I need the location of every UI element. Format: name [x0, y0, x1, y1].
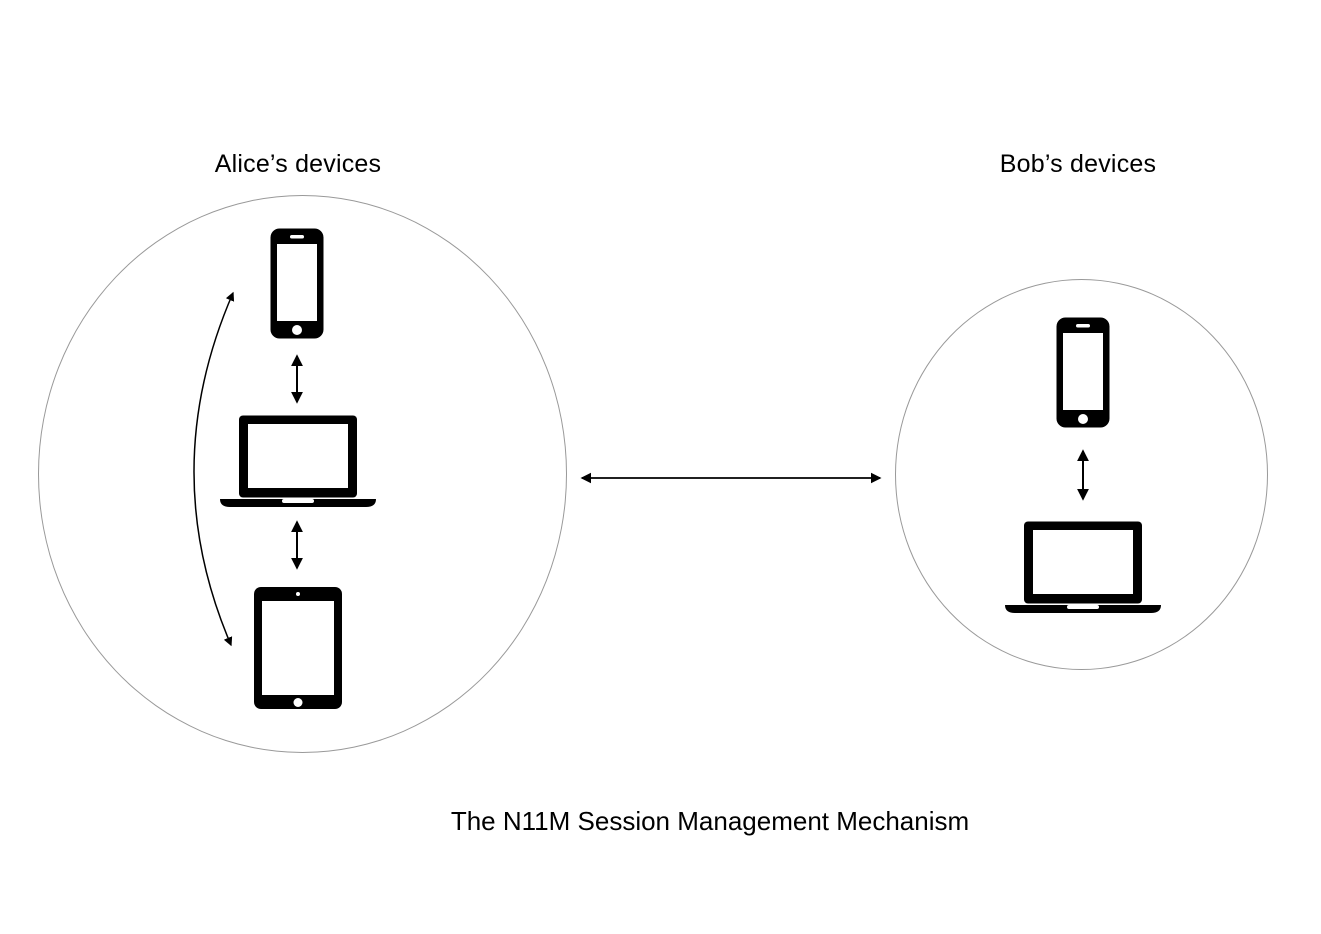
laptop-icon	[220, 415, 376, 507]
bob-devices-group-circle	[895, 279, 1268, 670]
alice-smartphone	[269, 227, 325, 340]
alice-tablet	[253, 586, 343, 710]
alice-devices-label: Alice’s devices	[214, 150, 382, 178]
bob-smartphone	[1055, 316, 1111, 429]
diagram-title: The N11M Session Management Mechanism	[450, 806, 970, 836]
laptop-icon	[1005, 521, 1161, 613]
bob-devices-label: Bob’s devices	[999, 150, 1157, 178]
tablet-icon	[254, 587, 342, 709]
bob-laptop	[1003, 520, 1163, 615]
alice-laptop	[218, 414, 378, 509]
smartphone-icon	[1056, 317, 1110, 428]
smartphone-icon	[270, 228, 324, 339]
alice-devices-group-circle	[38, 195, 567, 753]
